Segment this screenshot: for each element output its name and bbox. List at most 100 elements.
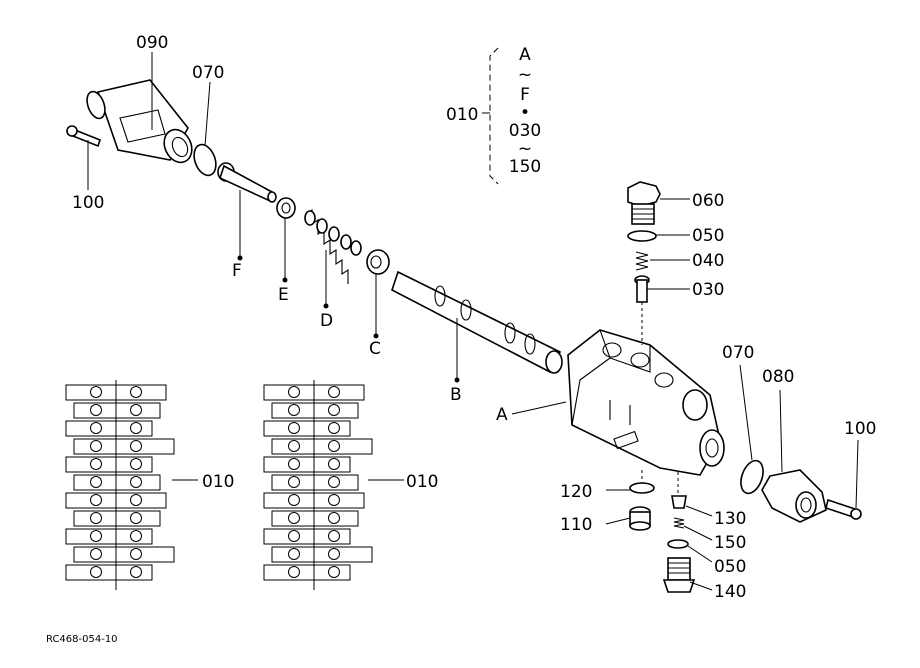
callout-110: 110 xyxy=(560,515,592,535)
assembly-port xyxy=(90,548,102,560)
assembly-port xyxy=(328,512,340,524)
bracket-label-010: 010 xyxy=(446,105,478,125)
callout-010-right: 010 xyxy=(406,472,438,492)
callout-e: E xyxy=(278,285,289,305)
assembly-port xyxy=(288,458,300,470)
assembly-section xyxy=(65,528,153,545)
assembly-port xyxy=(130,386,142,398)
assembly-section xyxy=(73,510,161,527)
assembly-port xyxy=(288,530,300,542)
assembly-port xyxy=(130,566,142,578)
part-130-poppet xyxy=(671,495,687,509)
assembly-port xyxy=(90,530,102,542)
assembly-port xyxy=(328,386,340,398)
assembly-port xyxy=(130,440,142,452)
callout-f: F xyxy=(232,261,242,281)
assembly-port xyxy=(288,548,300,560)
callout-dots xyxy=(237,255,460,383)
part-080-flange xyxy=(761,469,827,523)
assembly-port xyxy=(90,566,102,578)
part-100-bolt-right xyxy=(825,498,862,520)
assembly-port xyxy=(328,548,340,560)
assembly-section xyxy=(271,474,359,491)
bracket-range-item: 030 xyxy=(509,121,541,141)
assembly-port xyxy=(328,476,340,488)
callout-060: 060 xyxy=(692,191,724,211)
part-050-oring-top xyxy=(627,230,657,242)
assembly-port xyxy=(328,440,340,452)
assembly-port xyxy=(90,476,102,488)
callout-100-right: 100 xyxy=(844,419,876,439)
part-100-bolt-left xyxy=(66,125,101,148)
bracket-range-item: ~ xyxy=(518,65,532,85)
callout-070-left: 070 xyxy=(192,63,224,83)
assembly-section xyxy=(73,546,175,563)
assembly-port xyxy=(130,458,142,470)
assembly-section xyxy=(65,420,153,437)
assembly-section xyxy=(73,474,161,491)
part-070-oring-right xyxy=(740,459,764,495)
assembly-section xyxy=(271,510,359,527)
assembly-port xyxy=(288,440,300,452)
callout-150: 150 xyxy=(714,533,746,553)
bracket-range-item: A xyxy=(519,45,531,65)
callout-010-left: 010 xyxy=(202,472,234,492)
assembly-port xyxy=(328,530,340,542)
part-150-spring xyxy=(673,517,685,529)
callout-c: C xyxy=(369,339,381,359)
bracket-range-list: A~F•030~150 xyxy=(509,45,541,177)
assembly-port xyxy=(328,422,340,434)
assembly-port xyxy=(130,494,142,506)
part-120-oring xyxy=(629,482,655,494)
assembly-port xyxy=(288,494,300,506)
callout-a: A xyxy=(496,405,508,425)
callout-b: B xyxy=(450,385,462,405)
assembly-port xyxy=(90,404,102,416)
part-070-oring-left xyxy=(193,143,217,177)
bracket-range-item: ~ xyxy=(518,139,532,159)
leader-lines xyxy=(87,47,859,591)
callout-130: 130 xyxy=(714,509,746,529)
assembly-section xyxy=(263,528,351,545)
assembly-section xyxy=(73,402,161,419)
part-030-poppet xyxy=(634,275,650,303)
bracket-range-item: • xyxy=(520,103,530,123)
assembly-port xyxy=(288,476,300,488)
assembly-port xyxy=(90,440,102,452)
assembly-port xyxy=(130,548,142,560)
assembly-port xyxy=(328,566,340,578)
assembly-section xyxy=(263,564,351,581)
assembly-port xyxy=(130,404,142,416)
assembly-section xyxy=(65,564,153,581)
bracket-range-item: 150 xyxy=(509,157,541,177)
assembly-section xyxy=(271,546,373,563)
assembly-port xyxy=(288,386,300,398)
callout-030: 030 xyxy=(692,280,724,300)
assembly-port xyxy=(328,404,340,416)
assembly-section xyxy=(263,420,351,437)
callout-070-right: 070 xyxy=(722,343,754,363)
assembly-port xyxy=(90,494,102,506)
assembly-port xyxy=(328,494,340,506)
callout-040: 040 xyxy=(692,251,724,271)
part-110-plug xyxy=(629,506,651,531)
assembly-port xyxy=(130,422,142,434)
assembly-port xyxy=(90,422,102,434)
callout-080: 080 xyxy=(762,367,794,387)
callout-090: 090 xyxy=(136,33,168,53)
assembly-view-left xyxy=(65,380,175,590)
part-e-seat xyxy=(276,197,296,219)
part-b-spool xyxy=(391,270,563,374)
part-040-spring xyxy=(635,251,649,271)
assembly-port xyxy=(90,458,102,470)
assembly-port xyxy=(288,512,300,524)
assembly-port xyxy=(130,476,142,488)
part-a-valve-body xyxy=(567,329,725,476)
assembly-port xyxy=(288,566,300,578)
part-050-oring-bottom xyxy=(667,539,689,549)
assembly-port xyxy=(90,512,102,524)
callout-050-bottom: 050 xyxy=(714,557,746,577)
assembly-port xyxy=(288,404,300,416)
